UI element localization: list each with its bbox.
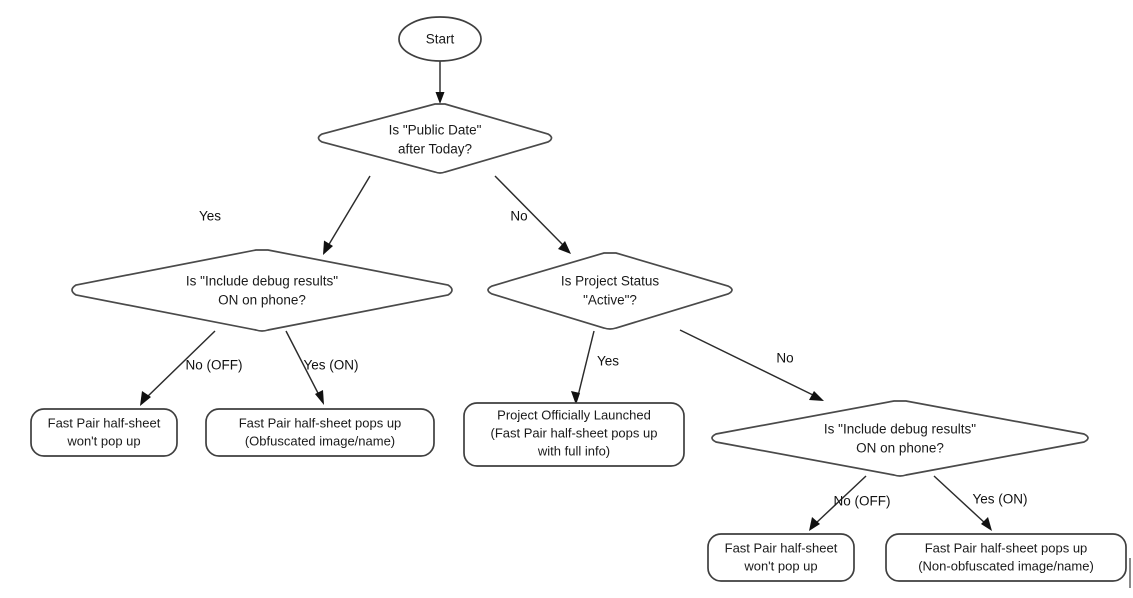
edge-line bbox=[327, 175, 371, 247]
node-shape-rounded-rect bbox=[463, 402, 685, 467]
node-label-line-2: ON on phone? bbox=[856, 441, 944, 456]
node-label-line-2: (Fast Pair half-sheet pops up bbox=[491, 425, 658, 440]
node-label-line-1: Is "Include debug results" bbox=[186, 274, 338, 289]
node-label-line-1: Fast Pair half-sheet bbox=[725, 540, 838, 555]
node-project-status-decision[interactable]: Is Project Status "Active"? bbox=[487, 252, 733, 330]
node-label-line-2: after Today? bbox=[398, 142, 472, 157]
nodes-layer: Start Is "Public Date" after Today? Is "… bbox=[30, 16, 1127, 582]
edge-artifact-mark bbox=[1129, 558, 1131, 588]
node-label-line-1: Is "Include debug results" bbox=[824, 422, 976, 437]
edge-label-yes-on: Yes (ON) bbox=[972, 492, 1027, 507]
arrowhead-icon bbox=[809, 517, 820, 531]
arrowhead-icon bbox=[140, 391, 151, 406]
arrowhead-icon bbox=[435, 92, 445, 104]
node-project-launched-outcome[interactable]: Project Officially Launched (Fast Pair h… bbox=[463, 402, 685, 467]
node-right-on-outcome[interactable]: Fast Pair half-sheet pops up (Non-obfusc… bbox=[885, 533, 1127, 582]
edge-label-no: No bbox=[776, 351, 793, 366]
node-label-line-1: Fast Pair half-sheet bbox=[48, 415, 161, 430]
arrowhead-icon bbox=[809, 391, 824, 401]
node-label-line-2: ON on phone? bbox=[218, 293, 306, 308]
node-label-line-2: (Non-obfuscated image/name) bbox=[918, 558, 1094, 573]
node-debug-results-left-decision[interactable]: Is "Include debug results" ON on phone? bbox=[71, 249, 453, 332]
edge-line bbox=[933, 475, 987, 525]
edge-line bbox=[494, 175, 566, 248]
edge-line bbox=[145, 330, 216, 399]
node-label-line-1: Start bbox=[426, 32, 455, 47]
node-shape-diamond bbox=[71, 249, 453, 332]
node-start[interactable]: Start bbox=[398, 16, 482, 62]
node-public-date-decision[interactable]: Is "Public Date" after Today? bbox=[317, 103, 553, 174]
node-left-off-outcome[interactable]: Fast Pair half-sheet won't pop up bbox=[30, 408, 178, 457]
edge-label-no: No bbox=[510, 209, 527, 224]
node-shape-diamond bbox=[711, 400, 1089, 477]
arrowhead-icon bbox=[315, 390, 324, 405]
node-shape-rounded-rect bbox=[885, 533, 1127, 582]
node-label-line-2: won't pop up bbox=[743, 558, 817, 573]
node-label-line-1: Is Project Status bbox=[561, 274, 660, 289]
edge-label-yes-on: Yes (ON) bbox=[303, 358, 358, 373]
edge-line bbox=[577, 330, 595, 397]
edge-debug-right-off: No (OFF) bbox=[809, 475, 891, 531]
node-label-line-3: with full info) bbox=[537, 443, 610, 458]
node-label-line-1: Project Officially Launched bbox=[497, 407, 651, 422]
node-shape-ellipse bbox=[398, 16, 482, 62]
node-shape-rounded-rect bbox=[30, 408, 178, 457]
edge-debug-left-on: Yes (ON) bbox=[285, 330, 359, 405]
edge-line bbox=[679, 329, 816, 397]
edge-public-date-yes: Yes bbox=[199, 175, 371, 255]
edge-label-yes: Yes bbox=[199, 209, 221, 224]
arrowhead-icon bbox=[323, 240, 333, 255]
arrowhead-icon bbox=[981, 517, 992, 531]
edge-line bbox=[814, 475, 867, 525]
node-label-line-1: Is "Public Date" bbox=[389, 123, 482, 138]
edge-start-to-public-date bbox=[435, 61, 445, 104]
edge-debug-left-off: No (OFF) bbox=[140, 330, 243, 406]
edge-public-date-no: No bbox=[494, 175, 571, 254]
edge-label-no-off: No (OFF) bbox=[834, 494, 891, 509]
node-label-line-2: (Obfuscated image/name) bbox=[245, 433, 395, 448]
node-right-off-outcome[interactable]: Fast Pair half-sheet won't pop up bbox=[707, 533, 855, 582]
arrowhead-icon bbox=[558, 241, 571, 254]
arrowhead-icon bbox=[571, 391, 580, 405]
node-label-line-1: Fast Pair half-sheet pops up bbox=[239, 415, 402, 430]
node-left-on-outcome[interactable]: Fast Pair half-sheet pops up (Obfuscated… bbox=[205, 408, 435, 457]
edge-label-yes: Yes bbox=[597, 354, 619, 369]
node-shape-diamond bbox=[317, 103, 553, 174]
node-label-line-1: Fast Pair half-sheet pops up bbox=[925, 540, 1088, 555]
edges-layer: Yes No No (OFF) Yes (ON) bbox=[140, 61, 1028, 531]
node-shape-diamond bbox=[487, 252, 733, 330]
edge-line bbox=[285, 330, 321, 398]
node-label-line-2: won't pop up bbox=[66, 433, 140, 448]
node-label-line-2: "Active"? bbox=[583, 293, 637, 308]
node-shape-rounded-rect bbox=[707, 533, 855, 582]
edge-label-no-off: No (OFF) bbox=[186, 358, 243, 373]
node-debug-results-right-decision[interactable]: Is "Include debug results" ON on phone? bbox=[711, 400, 1089, 477]
edge-project-status-no: No bbox=[679, 329, 824, 401]
node-shape-rounded-rect bbox=[205, 408, 435, 457]
edge-debug-right-on: Yes (ON) bbox=[933, 475, 1028, 531]
edge-project-status-yes: Yes bbox=[571, 330, 619, 405]
